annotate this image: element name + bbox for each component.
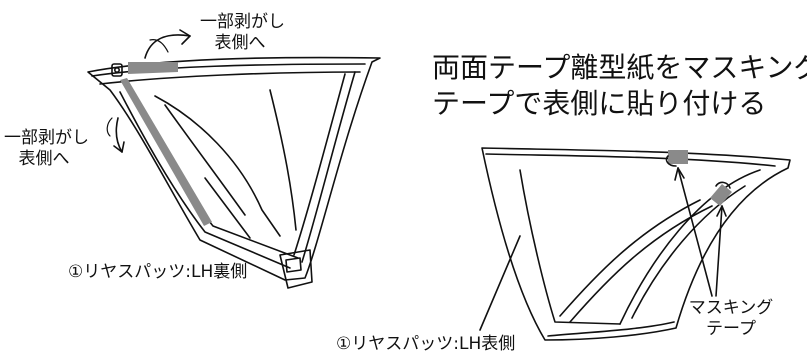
right-part-outline: [481, 147, 791, 341]
part-label-back: ①リヤスパッツ:LH裏側: [68, 262, 248, 282]
peel-label-left: 一部剥がし 表側へ: [4, 128, 89, 170]
leader-back: [204, 177, 251, 239]
masking-arrows: [674, 167, 727, 297]
masking-label-line2: テープ: [706, 319, 756, 339]
peel-label-left-line1: 一部剥がし: [4, 128, 89, 148]
instruction-text: 両面テープ離型紙をマスキング テープで表側に貼り付ける: [432, 50, 807, 122]
peel-label-top-line1: 一部剥がし: [200, 12, 285, 32]
instruction-line2: テープで表側に貼り付ける: [432, 87, 767, 120]
right-tape-marks: [665, 150, 732, 206]
part-label-front: ①リヤスパッツ:LH表側: [336, 334, 516, 354]
masking-tape-label: マスキング テープ: [686, 298, 776, 340]
instruction-line1: 両面テープ離型紙をマスキング: [432, 51, 807, 84]
left-tape-strips: [120, 62, 212, 226]
peel-label-left-line2: 表側へ: [18, 149, 70, 169]
peel-label-top-line2: 表側へ: [214, 33, 266, 53]
masking-label-line1: マスキング: [688, 298, 774, 318]
peel-arrow-left: [106, 117, 125, 153]
left-clip: [111, 63, 123, 77]
leader-front: [479, 235, 521, 331]
peel-label-top: 一部剥がし 表側へ: [200, 12, 285, 54]
peel-arrow-top: [144, 29, 191, 59]
